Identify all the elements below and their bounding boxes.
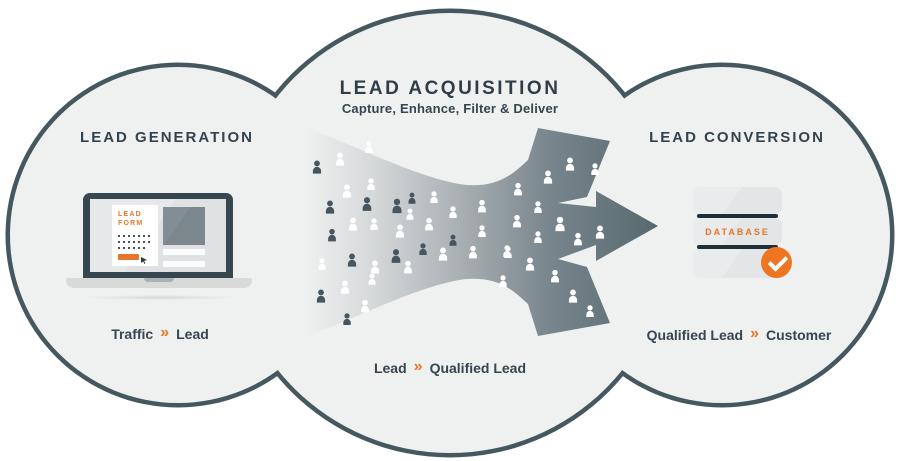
lead-conversion-title: LEAD CONVERSION [649, 129, 825, 146]
flow-from: Qualified Lead [646, 327, 744, 343]
database-illustration: DATABASE [693, 187, 813, 287]
flow-from: Lead [373, 360, 407, 376]
cursor-icon [141, 257, 147, 264]
database-slab: DATABASE [693, 218, 782, 245]
database-label: DATABASE [705, 227, 770, 237]
database-separator [697, 245, 778, 249]
lead-form-card: LEAD FORM [112, 205, 158, 266]
form-field-dots [118, 241, 153, 243]
double-chevron-icon: » [750, 325, 760, 342]
laptop-shadow [78, 295, 242, 300]
laptop-base [66, 278, 252, 288]
database-slab [693, 187, 782, 214]
content-bar [163, 249, 205, 255]
laptop-hinge [144, 278, 174, 282]
flow-to: Qualified Lead [429, 360, 527, 376]
lead-acquisition-title: LEAD ACQUISITION [339, 78, 561, 99]
lead-generation-title: LEAD GENERATION [80, 129, 254, 146]
form-field-dots [118, 247, 146, 249]
double-chevron-icon: » [413, 358, 423, 375]
double-chevron-icon: » [160, 324, 170, 341]
lead-acquisition-subtitle: Capture, Enhance, Filter & Deliver [341, 101, 559, 116]
database-separator [697, 214, 778, 218]
media-placeholder [163, 207, 205, 245]
lead-form-title: LEAD FORM [118, 211, 144, 227]
checkmark-icon [767, 251, 789, 272]
laptop-illustration: LEAD FORM [66, 193, 252, 293]
flow-from: Traffic [111, 326, 154, 342]
flow-to: Customer [766, 327, 832, 343]
flow-qualified-lead-to-customer: Qualified Lead » Customer [646, 325, 832, 344]
laptop-screen-frame: LEAD FORM [83, 193, 233, 278]
flow-traffic-to-lead: Traffic » Lead [111, 324, 209, 343]
form-field-dots [118, 235, 153, 237]
flow-lead-to-qualified-lead: Lead » Qualified Lead [373, 358, 527, 377]
laptop-screen: LEAD FORM [90, 199, 226, 272]
checkmark-badge [761, 247, 792, 278]
flow-to: Lead [176, 326, 209, 342]
submit-button [118, 254, 139, 260]
content-bar [163, 261, 205, 267]
